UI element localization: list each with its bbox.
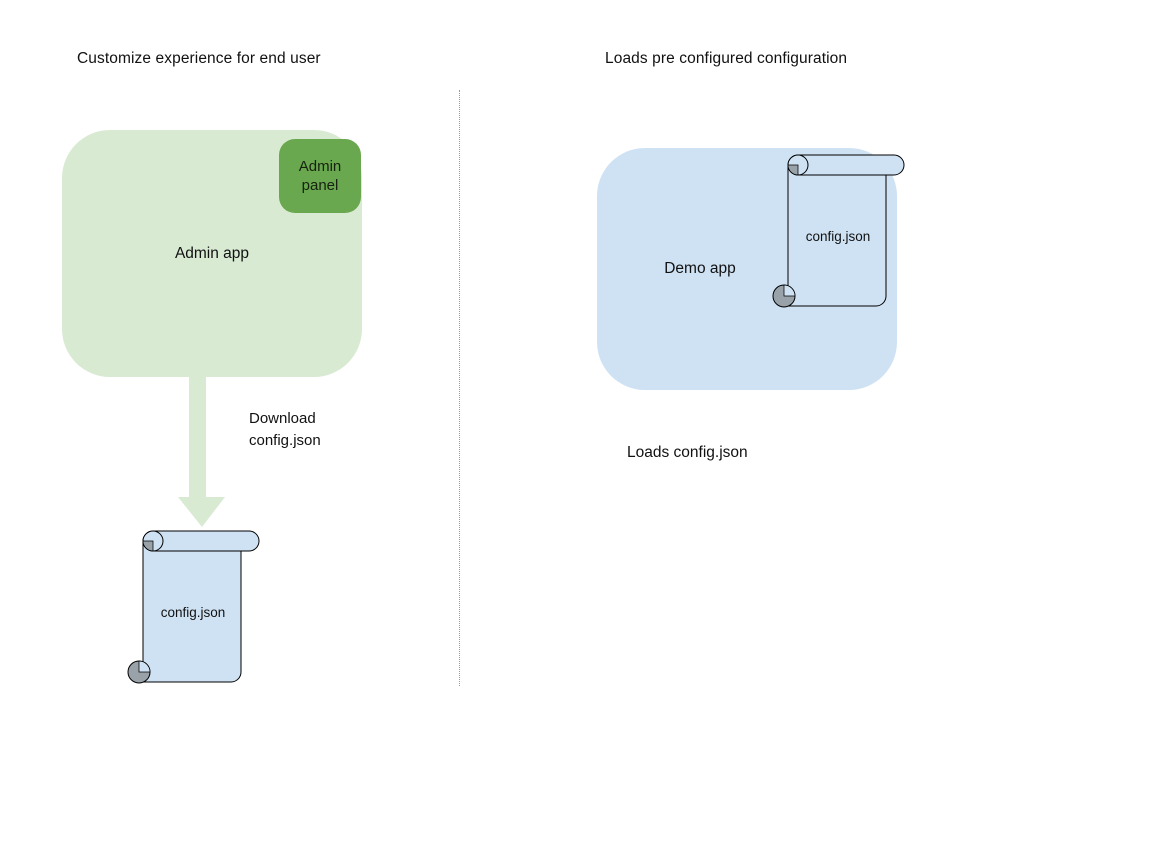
scroll-icon bbox=[772, 154, 905, 308]
admin-panel-label: Admin panel bbox=[298, 157, 342, 195]
column-divider bbox=[459, 90, 460, 686]
admin-app-label: Admin app bbox=[174, 244, 250, 262]
download-arrow-label: Download config.json bbox=[249, 410, 321, 449]
loads-config-caption: Loads config.json bbox=[627, 444, 748, 461]
config-json-label: config.json bbox=[805, 229, 871, 244]
scroll-icon bbox=[127, 530, 260, 684]
download-arrow-icon bbox=[178, 377, 225, 527]
config-json-label: config.json bbox=[160, 605, 226, 620]
left-column-title: Customize experience for end user bbox=[77, 50, 321, 67]
config-json-file-right: config.json bbox=[772, 151, 906, 308]
admin-panel-box: Admin panel bbox=[279, 139, 361, 213]
config-json-file-left: config.json bbox=[127, 527, 261, 684]
right-column-title: Loads pre configured configuration bbox=[605, 50, 848, 67]
demo-app-label: Demo app bbox=[664, 260, 736, 277]
